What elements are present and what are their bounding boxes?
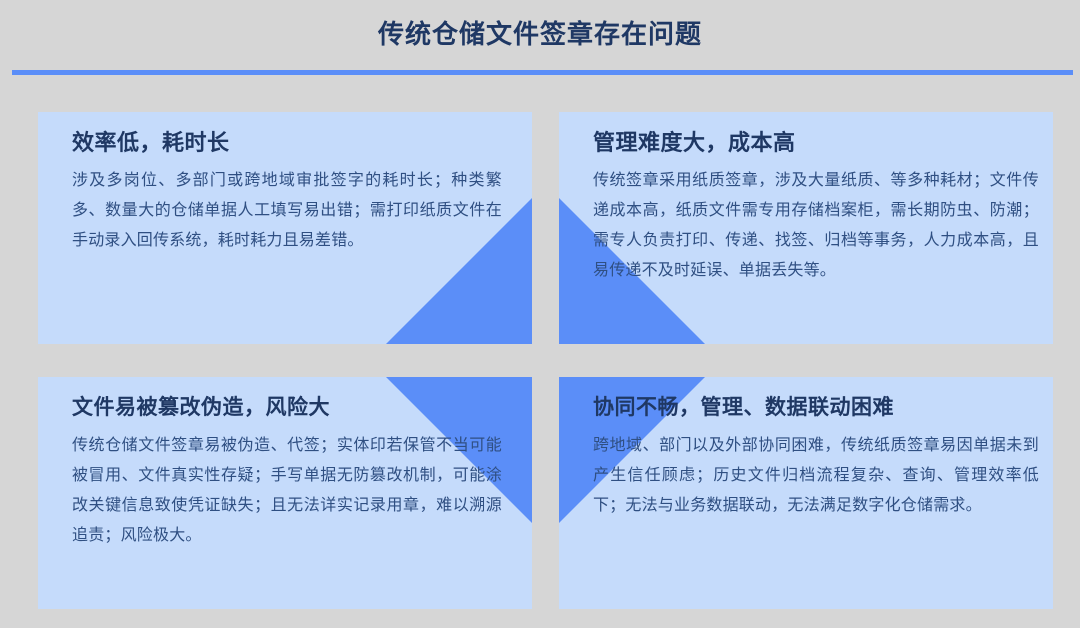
problem-card-efficiency[interactable]: 效率低，耗时长 涉及多岗位、多部门或跨地域审批签字的耗时长；种类繁多、数量大的仓… [38, 112, 532, 344]
card-content: 文件易被篡改伪造，风险大 传统仓储文件签章易被伪造、代签；实体印若保管不当可能被… [38, 377, 532, 551]
card-content: 效率低，耗时长 涉及多岗位、多部门或跨地域审批签字的耗时长；种类繁多、数量大的仓… [38, 112, 532, 256]
problem-card-collaboration[interactable]: 协同不畅，管理、数据联动困难 跨地域、部门以及外部协同困难，传统纸质签章易因单据… [559, 377, 1053, 609]
card-heading: 协同不畅，管理、数据联动困难 [593, 396, 894, 419]
card-description: 传统签章采用纸质签章，涉及大量纸质、等多种耗材；文件传递成本高，纸质文件需专用存… [593, 172, 1039, 279]
card-description: 传统仓储文件签章易被伪造、代签；实体印若保管不当可能被冒用、文件真实性存疑；手写… [72, 437, 502, 544]
card-heading: 管理难度大，成本高 [593, 130, 796, 155]
problem-card-tamper-risk[interactable]: 文件易被篡改伪造，风险大 传统仓储文件签章易被伪造、代签；实体印若保管不当可能被… [38, 377, 532, 609]
card-heading: 文件易被篡改伪造，风险大 [72, 396, 330, 419]
problem-card-grid: 效率低，耗时长 涉及多岗位、多部门或跨地域审批签字的耗时长；种类繁多、数量大的仓… [38, 112, 1053, 609]
card-heading: 效率低，耗时长 [72, 130, 230, 155]
title-divider-rule [12, 70, 1073, 75]
card-description: 涉及多岗位、多部门或跨地域审批签字的耗时长；种类繁多、数量大的仓储单据人工填写易… [72, 172, 502, 249]
card-description: 跨地域、部门以及外部协同困难，传统纸质签章易因单据未到产生信任顾虑；历史文件归档… [593, 437, 1039, 514]
problem-card-management-cost[interactable]: 管理难度大，成本高 传统签章采用纸质签章，涉及大量纸质、等多种耗材；文件传递成本… [559, 112, 1053, 344]
card-content: 协同不畅，管理、数据联动困难 跨地域、部门以及外部协同困难，传统纸质签章易因单据… [559, 377, 1053, 521]
card-content: 管理难度大，成本高 传统签章采用纸质签章，涉及大量纸质、等多种耗材；文件传递成本… [559, 112, 1053, 286]
page-title: 传统仓储文件签章存在问题 [377, 19, 702, 49]
